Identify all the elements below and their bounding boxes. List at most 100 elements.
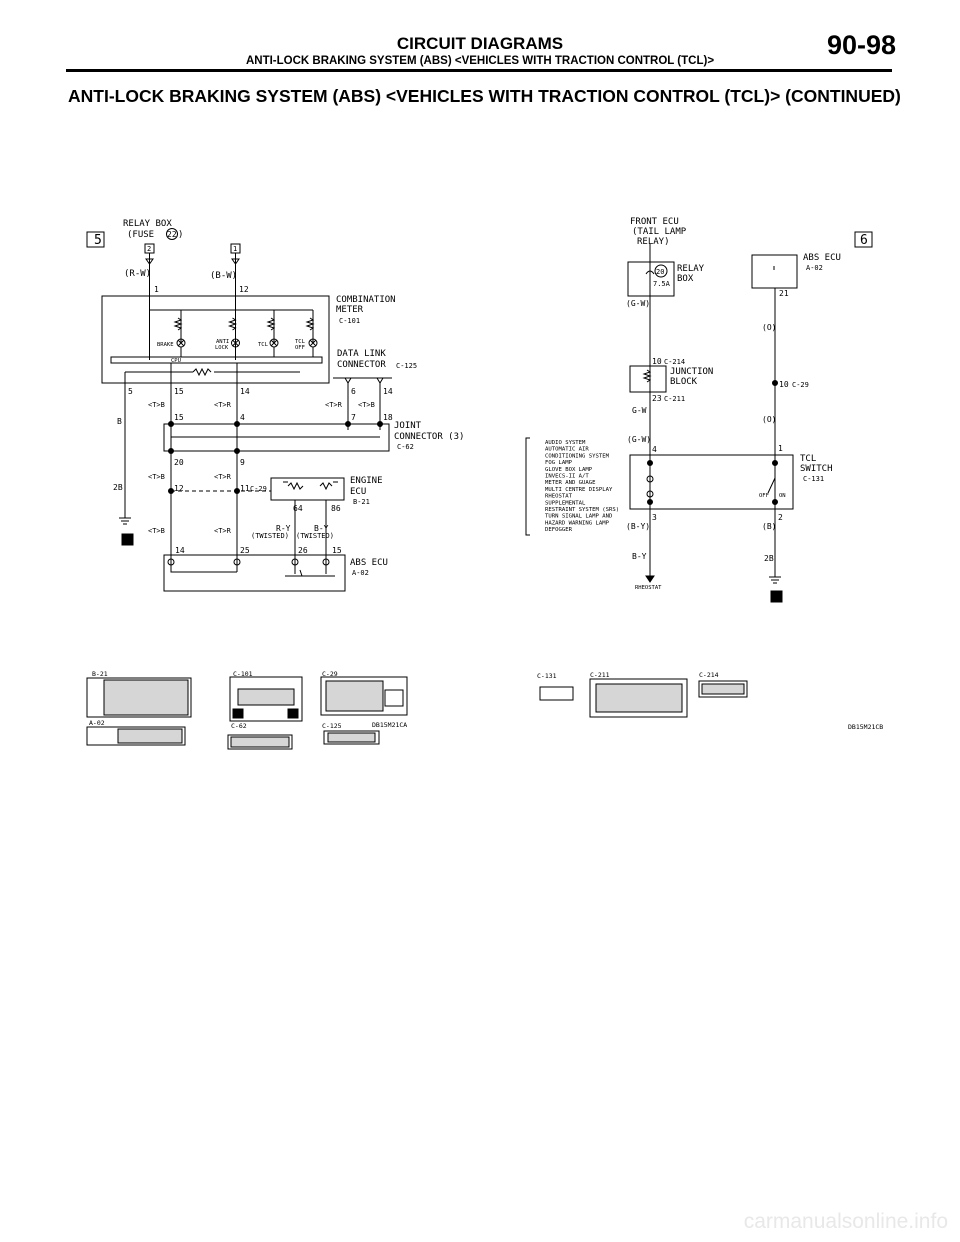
- connector-C62: [227, 734, 293, 750]
- fuse-circle: [166, 228, 178, 240]
- ecu-pin-64: 64: [293, 504, 303, 513]
- sw-pin-4: 4: [652, 445, 657, 454]
- system-item: INVECS-II A/T: [545, 474, 589, 480]
- system-item: TURN SIGNAL LAMP AND: [545, 514, 613, 520]
- page-header-title: CIRCUIT DIAGRAMS: [396, 34, 564, 53]
- relay-pin-2: 2: [147, 245, 151, 253]
- jb-pin-10: 10: [652, 357, 662, 366]
- meter-label: METER: [336, 305, 364, 315]
- joint-label-2: CONNECTOR (3): [394, 432, 464, 442]
- header-rule: [66, 69, 892, 72]
- system-item: GLOVE BOX LAMP: [545, 467, 593, 473]
- wire-by-label: B-Y: [314, 524, 329, 533]
- tag-tr-2: <T>R: [325, 401, 343, 409]
- combination-meter-label: COMBINATION: [336, 295, 396, 305]
- engine-ecu-label-1: ENGINE: [350, 476, 383, 486]
- ground-ref-right: 6: [773, 593, 778, 602]
- section-title: ANTI-LOCK BRAKING SYSTEM (ABS) <VEHICLES…: [68, 86, 901, 106]
- system-item: HAZARD WARNING LAMP: [545, 520, 610, 526]
- sw-pin-3: 3: [652, 513, 657, 522]
- joint-out-9: 9: [240, 458, 245, 467]
- fuse-number-right: 20: [656, 268, 664, 276]
- abs-ecu-label-right: ABS ECU: [803, 253, 841, 263]
- abs-ecu-box-left: [163, 554, 346, 592]
- tcl-switch-box: [629, 454, 794, 510]
- system-item: METER AND GUAGE: [545, 480, 596, 486]
- right-diagram: [525, 231, 873, 603]
- tag-tb-3: <T>B: [148, 473, 165, 481]
- conn-label-c214: C-214: [699, 671, 719, 679]
- data-link-connector: C-125: [396, 362, 417, 370]
- meter-out-5: 5: [128, 387, 133, 396]
- conn-label-c101: C-101: [233, 670, 253, 678]
- ecu-connector-c29: C-29: [250, 485, 267, 493]
- abs-pin-21: 21: [779, 289, 789, 298]
- page-number: 90-98: [826, 30, 896, 60]
- fuse-label: (FUSE: [127, 230, 154, 240]
- page-header-subtitle: ANTI-LOCK BRAKING SYSTEM (ABS) <VEHICLES…: [245, 55, 715, 67]
- wire-by-label-1: (B-Y): [626, 522, 650, 531]
- data-link-label-2: CONNECTOR: [337, 360, 386, 370]
- diagram-code-left: DB15M21CA: [372, 721, 407, 729]
- data-link-label-1: DATA LINK: [337, 349, 386, 359]
- connector-C101: [229, 676, 303, 722]
- tag-tr-1: <T>R: [214, 401, 232, 409]
- joint-out-20: 20: [174, 458, 184, 467]
- joint-in-15: 15: [174, 413, 184, 422]
- relay-box-right-label-1: RELAY: [677, 264, 705, 274]
- abs-pin-26: 26: [298, 546, 308, 555]
- lamp-lock: LOCK: [215, 345, 229, 351]
- conn-label-c29: C-29: [322, 670, 338, 678]
- system-item: RESTRAINT SYSTEM (SRS): [545, 507, 619, 513]
- relay-box-label: RELAY BOX: [123, 219, 172, 229]
- joint-in-7: 7: [351, 413, 356, 422]
- system-item: DEFOGGER: [545, 527, 573, 533]
- wire-gw-label-1: (G-W): [626, 299, 650, 308]
- lamp-tcl-off-2: OFF: [295, 345, 305, 351]
- wire-bw-label: (B-W): [210, 271, 237, 281]
- fuse-amp: 7.5A: [653, 280, 671, 288]
- system-item: AUTOMATIC AIR: [545, 447, 589, 453]
- engine-ecu-connector: B-21: [353, 498, 370, 506]
- meter-pin-1: 1: [154, 285, 159, 294]
- fuse-circle-right: [654, 264, 668, 278]
- wire-rw-label: (R-W): [124, 269, 151, 279]
- meter-out-14: 14: [240, 387, 250, 396]
- sw-pin-2: 2: [778, 513, 783, 522]
- tag-tb-1: <T>B: [148, 401, 165, 409]
- joint-in-18: 18: [383, 413, 393, 422]
- connector-C29: [320, 676, 408, 716]
- meter-out-15: 15: [174, 387, 184, 396]
- front-ecu-label-3: RELAY): [637, 237, 670, 247]
- conn-label-c131: C-131: [537, 672, 557, 680]
- relay-box-right-label-2: BOX: [677, 274, 694, 284]
- fuse-close: ): [178, 230, 183, 240]
- joint-label-1: JOINT: [394, 421, 422, 431]
- sheet-ref-box-right: [854, 231, 873, 248]
- engine-ecu-box: [270, 477, 345, 501]
- abs-pin-14: 14: [175, 546, 185, 555]
- wire-ry-label: R-Y: [276, 524, 291, 533]
- tag-tb-4: <T>B: [148, 527, 165, 535]
- conn-label-a02: A-02: [89, 719, 105, 727]
- conn-label-c62: C-62: [231, 722, 247, 730]
- wire-b-label-right: (B): [762, 522, 776, 531]
- conn-label-c211: C-211: [590, 671, 610, 679]
- abs-pin-25: 25: [240, 546, 250, 555]
- lamp-tcl: TCL: [258, 342, 269, 348]
- ground-ref-left: 6: [124, 536, 129, 545]
- sw-pin-10: 10: [779, 380, 789, 389]
- connector-B21: [86, 677, 192, 718]
- cpu-label: CPU: [171, 358, 181, 364]
- sheet-ref-left: 5: [94, 233, 102, 248]
- front-ecu-label-2: (TAIL LAMP: [632, 227, 687, 237]
- watermark: carmanualsonline.info: [743, 1210, 948, 1233]
- wire-gw-label-2: G-W: [632, 406, 647, 415]
- lamp-tcl-off-1: TCL: [295, 339, 306, 345]
- sw-pin-1: 1: [778, 444, 783, 453]
- lamp-brake: BRAKE: [157, 342, 174, 348]
- connector-C214: [698, 680, 748, 698]
- sw-connector-c29: C-29: [792, 381, 809, 389]
- joint-connector: C-62: [397, 443, 414, 451]
